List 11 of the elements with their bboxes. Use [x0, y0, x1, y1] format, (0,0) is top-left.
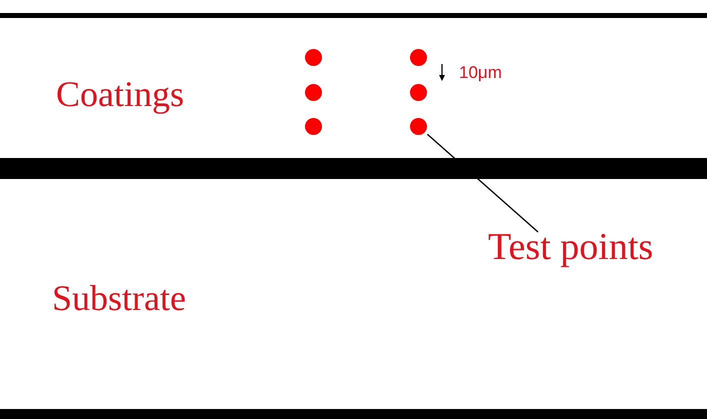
test-point-dot: [304, 118, 322, 134]
layer-label: Substrate: [52, 280, 186, 316]
test-point-dot: [410, 84, 426, 100]
test-point-dot: [304, 48, 322, 66]
leader-line: [426, 134, 538, 232]
layer-label: Coatings: [56, 76, 184, 112]
callout-text: Test points: [488, 228, 654, 266]
test-point-dot: [410, 48, 426, 66]
test-point-dot: [410, 118, 426, 134]
dimension-label: 10μm: [459, 64, 502, 81]
test-point-dot: [304, 84, 322, 100]
